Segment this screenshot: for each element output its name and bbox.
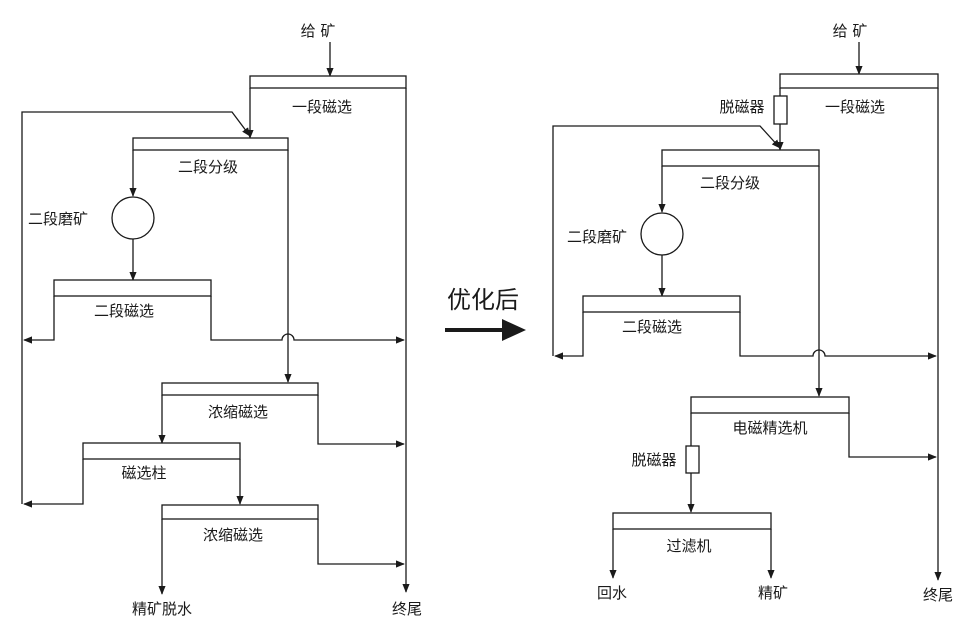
left-thicken-magsep-1-box <box>161 382 319 396</box>
left-tailings-label: 终尾 <box>392 600 422 618</box>
left-stage2-grind-label: 二段磨矿 <box>28 210 88 228</box>
left-stage2-classify-box <box>132 137 289 151</box>
right-return-water-label: 回水 <box>597 584 627 602</box>
optimized-label: 优化后 <box>447 286 519 314</box>
left-magsep-column-box <box>82 442 241 460</box>
left-stage2-magsep-box <box>53 279 212 297</box>
right-recycle-loop <box>552 125 781 356</box>
left-column-middlings <box>23 459 84 508</box>
right-demagnetizer-1-icon <box>773 95 788 125</box>
right-electromag-cleaner-label: 电磁精选机 <box>732 419 807 437</box>
right-demagnetizer-2-icon <box>685 445 700 474</box>
right-concentrate-label: 精矿 <box>758 584 788 602</box>
left-stage1-magsep-label: 一段磁选 <box>292 98 352 116</box>
right-flowsheet: 给 矿 一段磁选 脱磁器 二段分级 二段磨矿 二段磁选 电磁精选机 <box>552 22 953 604</box>
left-grinding-mill-icon <box>111 196 155 240</box>
left-thicken-magsep-2-label: 浓缩磁选 <box>203 526 263 544</box>
right-stage2-grind-label: 二段磨矿 <box>567 228 627 246</box>
left-stage2-magsep-label: 二段磁选 <box>94 302 154 320</box>
right-stage1-magsep-label: 一段磁选 <box>825 98 885 116</box>
right-electromag-cleaner-box <box>690 396 850 414</box>
left-concentrate-dewater-label: 精矿脱水 <box>132 600 192 618</box>
right-filter-label: 过滤机 <box>666 537 711 555</box>
right-stage1-magsep-box <box>779 73 939 89</box>
left-feed-label: 给 矿 <box>301 22 336 40</box>
right-stage2-magsep-conc <box>554 312 584 360</box>
right-feed-label: 给 矿 <box>833 22 868 40</box>
left-stage1-magsep-box <box>249 75 407 89</box>
right-stage2-magsep-box <box>582 295 741 313</box>
left-stage2-magsep-tail <box>210 296 405 344</box>
left-stage2-classify-label: 二段分级 <box>178 158 238 176</box>
optimization-transition: 优化后 <box>445 286 526 341</box>
right-stage2-classify-label: 二段分级 <box>700 174 760 192</box>
left-thicken-magsep-1-label: 浓缩磁选 <box>208 403 268 421</box>
optimized-arrow-icon <box>502 319 526 341</box>
right-demagnetizer-2-label: 脱磁器 <box>631 451 676 469</box>
left-thicken-2-tail <box>317 519 405 568</box>
left-recycle-loop <box>21 111 251 504</box>
right-demagnetizer-1-label: 脱磁器 <box>719 98 764 116</box>
right-stage2-magsep-label: 二段磁选 <box>622 318 682 336</box>
left-stage2-magsep-conc <box>23 296 55 344</box>
left-thicken-magsep-2-box <box>161 504 319 520</box>
left-flowsheet: 给 矿 一段磁选 二段分级 二段磨矿 二段磁选 浓缩磁选 磁选柱 <box>21 22 422 618</box>
right-grinding-mill-icon <box>640 212 684 256</box>
right-stage2-magsep-tail <box>739 312 937 360</box>
left-magsep-column-label: 磁选柱 <box>121 464 166 482</box>
right-stage2-classify-box <box>661 149 820 167</box>
right-filter-box <box>612 512 772 530</box>
left-thicken-1-tail <box>317 395 405 448</box>
right-cleaner-tail <box>848 413 937 461</box>
right-tailings-label: 终尾 <box>923 586 953 604</box>
